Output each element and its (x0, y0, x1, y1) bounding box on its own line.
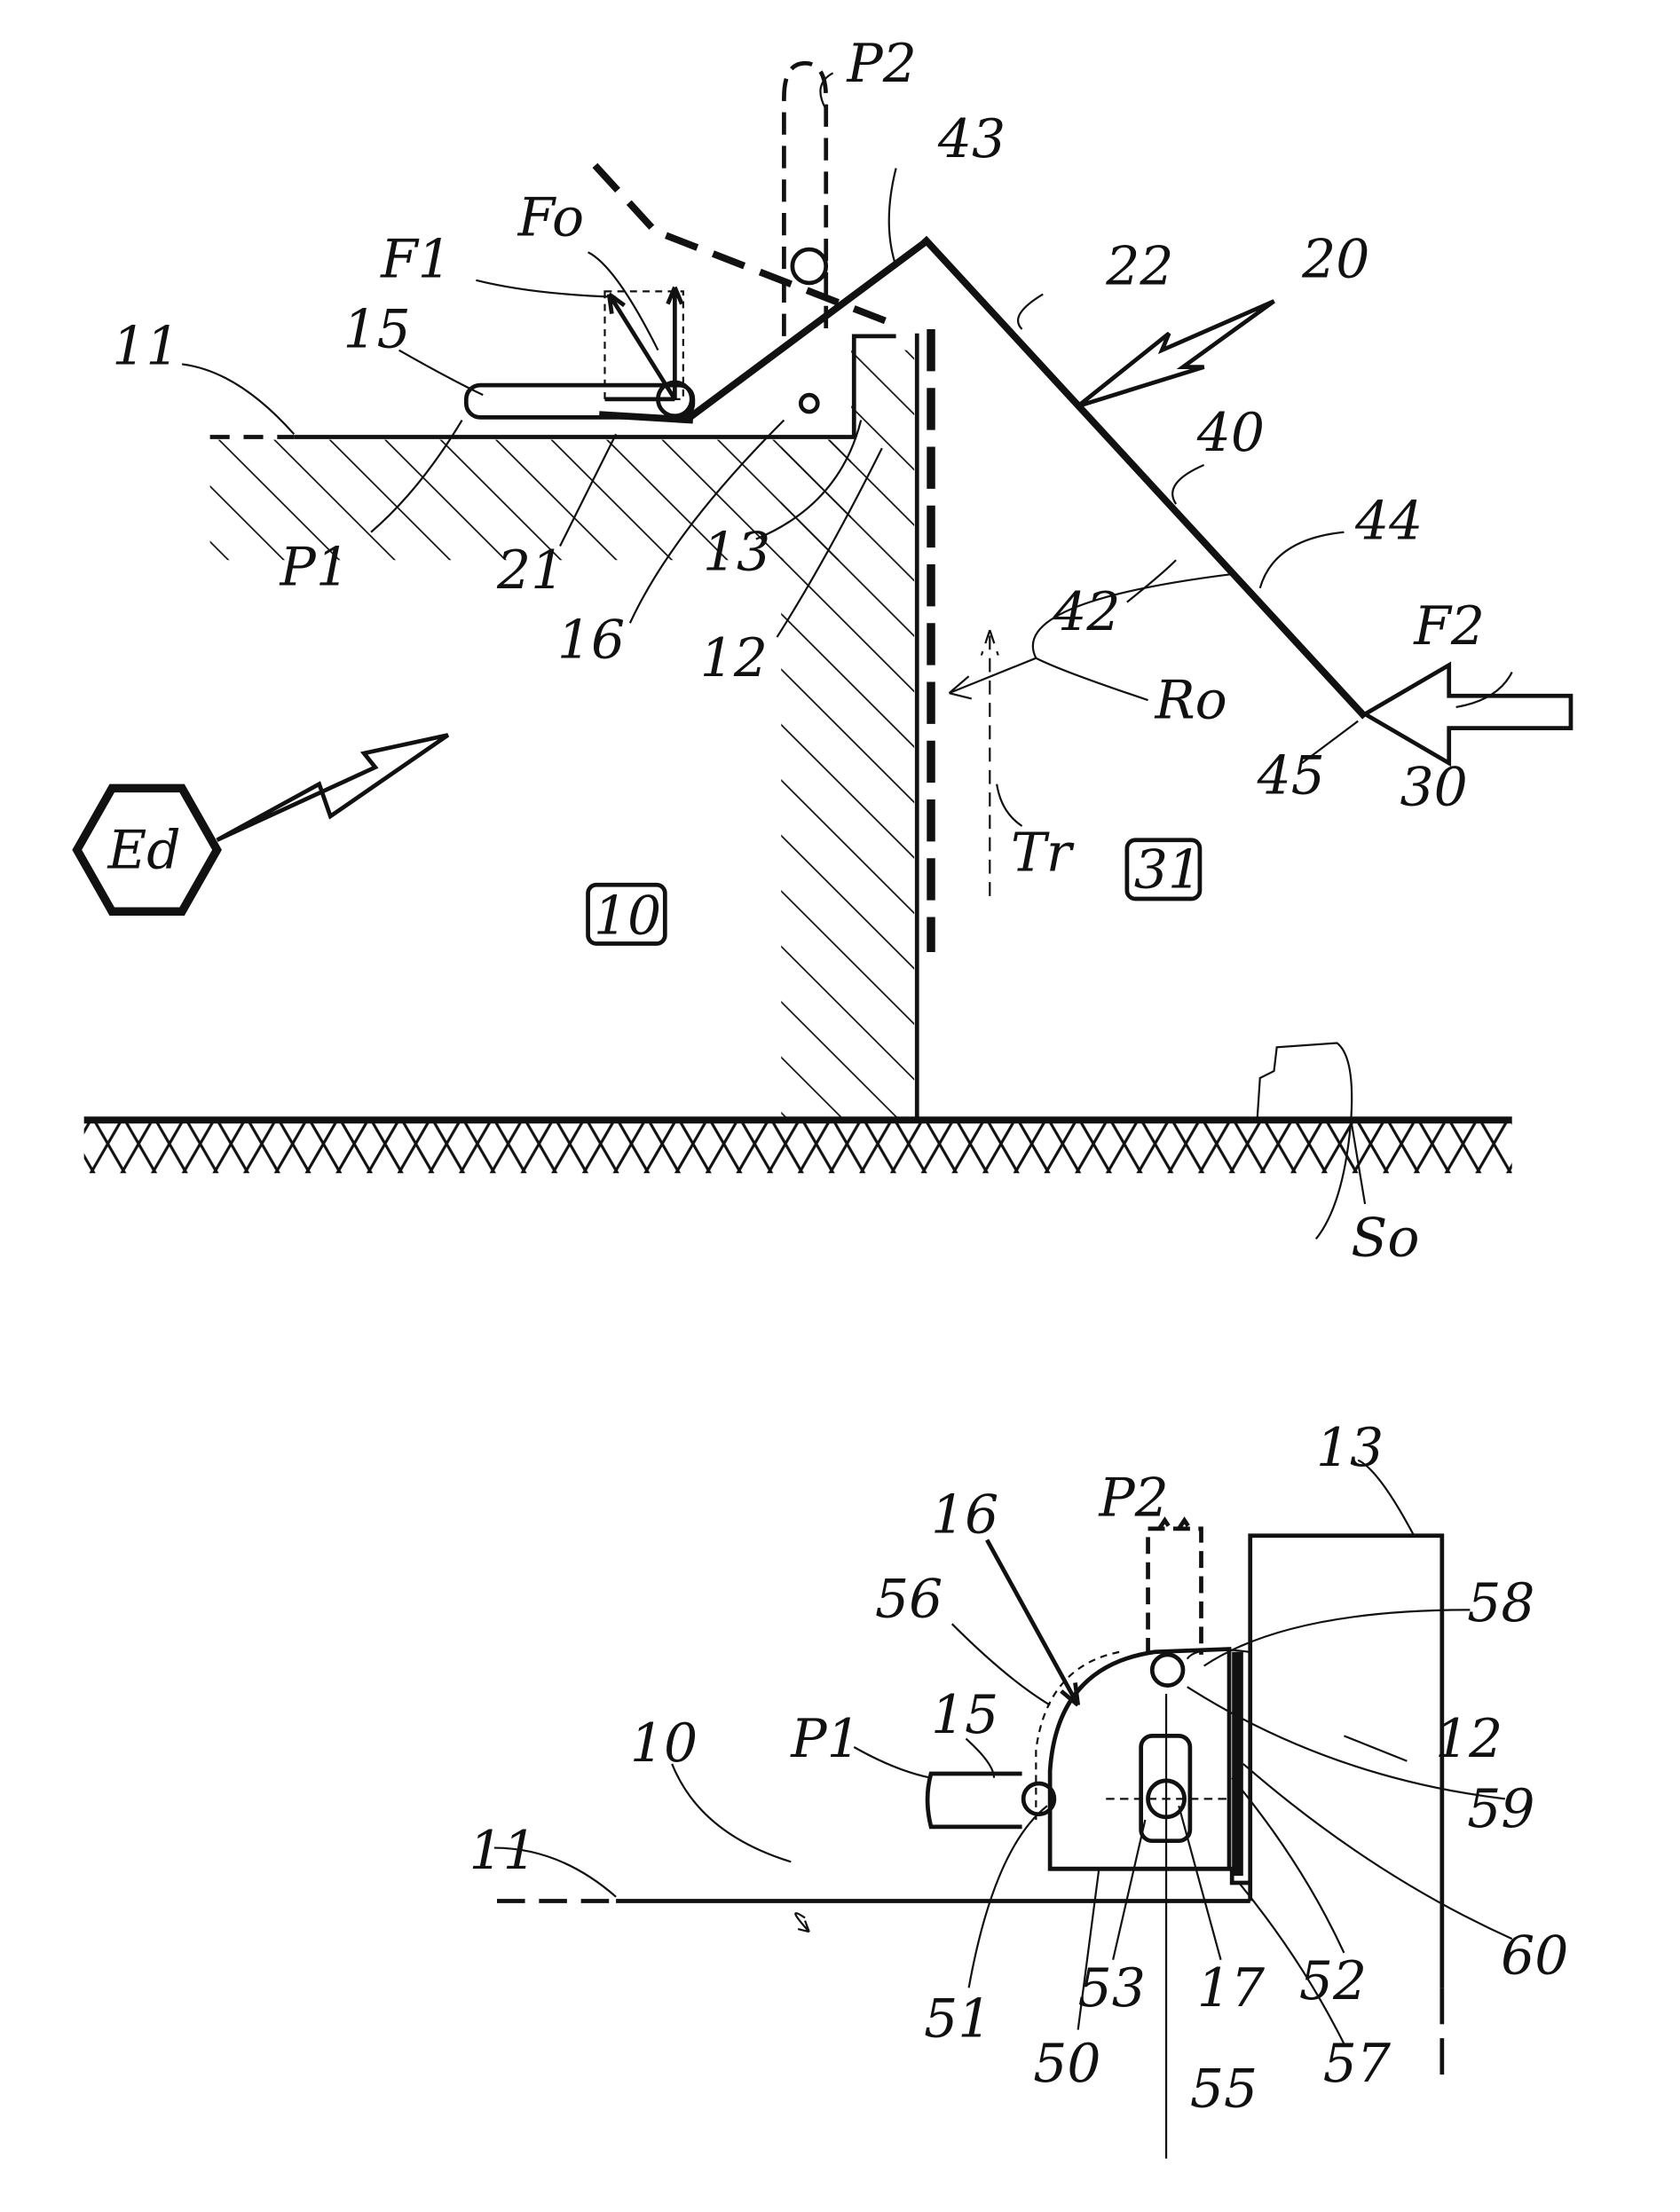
label-31: 31 (1134, 838, 1202, 901)
label-p2: P2 (846, 33, 916, 95)
label-60: 60 (1501, 1925, 1568, 1988)
label-10-b: 10 (630, 1712, 698, 1775)
wall-hatch (781, 350, 915, 1118)
element-50 (1047, 1647, 1232, 1871)
label-ro: Ro (1154, 670, 1226, 732)
label-57: 57 (1323, 2033, 1392, 2095)
label-30: 30 (1400, 756, 1468, 818)
so-bump (1256, 1042, 1367, 1205)
arrow-16 (985, 1539, 1081, 1707)
bar-57 (1232, 1651, 1243, 1877)
label-p2-b: P2 (1098, 1468, 1168, 1530)
floor-line (294, 333, 919, 1121)
label-p1: P1 (280, 537, 350, 599)
label-so: So (1351, 1207, 1419, 1269)
ed-hexagon (72, 783, 222, 916)
label-12-b: 12 (1435, 1708, 1503, 1770)
arrow-20 (1077, 299, 1275, 409)
label-p1-b: P1 (790, 1708, 860, 1770)
block-13 (1248, 1533, 1445, 1988)
label-f2: F2 (1413, 595, 1485, 657)
pivot-hinge (798, 392, 820, 414)
label-10: 10 (594, 885, 661, 947)
label-11: 11 (112, 315, 179, 377)
floor-hatch (209, 439, 852, 561)
board-21 (683, 238, 929, 423)
label-15: 15 (343, 298, 410, 360)
pivot-upper (790, 247, 829, 286)
label-13-b: 13 (1316, 1417, 1384, 1479)
label-55: 55 (1190, 2058, 1258, 2120)
label-12: 12 (700, 627, 768, 689)
arrow-ed (216, 733, 450, 842)
ramp-22 (921, 235, 1368, 720)
label-13: 13 (703, 521, 770, 583)
label-45: 45 (1257, 745, 1325, 807)
label-11-b: 11 (469, 1820, 536, 1882)
box-31 (1124, 838, 1203, 901)
label-22: 22 (1105, 236, 1173, 298)
label-59: 59 (1467, 1778, 1534, 1840)
post-p2 (782, 60, 829, 336)
board-dashed (592, 162, 898, 328)
label-52: 52 (1299, 1950, 1367, 2012)
arrow-10-b (794, 1912, 810, 1933)
label-ed: Ed (106, 819, 180, 881)
label-40: 40 (1196, 402, 1265, 464)
force-box (603, 290, 684, 400)
figure-top: P2 43 Fo F1 15 11 22 20 40 44 42 F2 Ro 4… (72, 33, 1574, 1269)
force-arrows (604, 286, 684, 402)
element-50-base (1050, 1866, 1250, 1885)
label-16-b: 16 (931, 1484, 998, 1547)
label-56: 56 (875, 1568, 943, 1630)
leader-lines-top (181, 72, 1513, 1240)
ground-hatch (83, 1122, 1512, 1174)
label-42: 42 (1052, 581, 1120, 643)
label-fo: Fo (517, 186, 584, 248)
panel-15-b (925, 1771, 1022, 1830)
label-43: 43 (937, 108, 1006, 170)
label-16: 16 (557, 610, 625, 672)
outline-56-dashed (1035, 1650, 1121, 1821)
arrow-tr (980, 629, 999, 896)
label-tr: Tr (1011, 822, 1075, 884)
label-58: 58 (1467, 1572, 1534, 1634)
box-10 (586, 882, 667, 946)
label-20: 20 (1301, 229, 1369, 291)
arrow-f2 (1361, 661, 1574, 768)
label-f1: F1 (380, 229, 452, 291)
pin-58 (1149, 1652, 1186, 1688)
label-15-b: 15 (931, 1684, 998, 1746)
figure-bottom: 13 16 P2 58 56 15 P1 12 10 59 11 60 52 5… (469, 1417, 1568, 2159)
label-51: 51 (924, 1988, 991, 2051)
post-p2-b (1146, 1516, 1203, 1655)
leader-lines-bottom (493, 1459, 1513, 2044)
arrow-ro (948, 572, 1233, 702)
label-50: 50 (1033, 2033, 1100, 2095)
label-21: 21 (496, 539, 564, 602)
label-17: 17 (1197, 1957, 1266, 2019)
label-44: 44 (1354, 491, 1423, 553)
label-53: 53 (1078, 1957, 1146, 2019)
